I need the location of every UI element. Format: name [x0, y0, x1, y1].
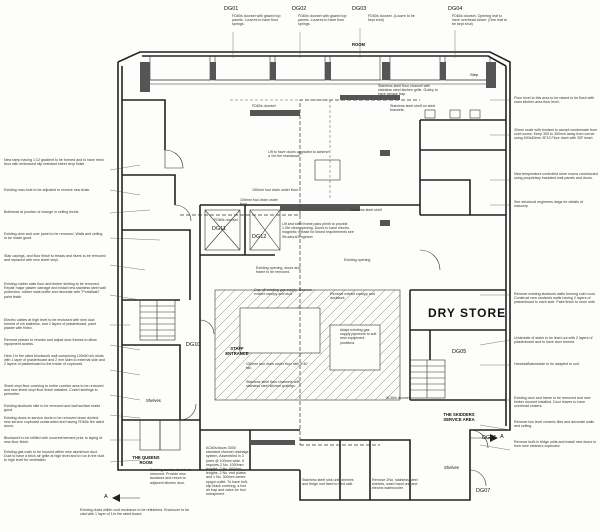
room-label-staff-entrance: STAFF ENTRANCE	[225, 346, 249, 356]
left-note-8: Remove plaster to reveals and adjust doo…	[4, 338, 97, 347]
floor-channel	[250, 95, 400, 445]
door-tag-dg06: DG06	[482, 435, 497, 441]
inner-note-sink: Stainless steel sink unit, shelves and f…	[302, 478, 354, 487]
inner-note-existing-opening: Existing opening	[344, 258, 371, 262]
stair-right	[409, 359, 446, 399]
inner-note-opening-doors: Existing opening, doors and frame to be …	[256, 266, 301, 275]
room-label-queens-room: THE QUEENS ROOM	[132, 455, 160, 465]
top-note-3: FD60s doorset. (Louvre to be kept shut)	[368, 14, 415, 23]
door-tag-dg10: DG10	[186, 342, 201, 348]
left-note-7: Electric cables at high level to be encl…	[4, 318, 97, 331]
right-note-4: See structural engineers dwgs for detail…	[514, 200, 583, 209]
room-label-top: ROOM	[352, 42, 366, 47]
inner-note-pass-plinth: Lift and steel frame pass plinth to prov…	[282, 222, 354, 239]
left-note-5: Stair casings, and floor finish to tread…	[4, 254, 106, 263]
door-tag-dg11: DG11	[212, 226, 226, 232]
inner-note-service-duct: Existing service duct to be removed. Pro…	[150, 468, 192, 485]
room-label-skidders-area: THE SKIDDERS SERVICE AREA	[443, 412, 475, 422]
left-note-15: Existing ducts within void enclosure to …	[80, 508, 190, 517]
step-label: Step	[470, 72, 479, 77]
door-tag-dg03: DG03	[352, 6, 367, 12]
left-note-14: Existing gas main to be housed within ne…	[4, 450, 105, 463]
stair-left	[139, 299, 176, 341]
inner-note-extract: Remove extract canopy and ductwork.	[330, 292, 375, 301]
inner-note-foul-drain: 150mm foul drain under floor.	[252, 188, 299, 192]
room-label-dry-store: DRY STORE	[428, 306, 507, 320]
inner-note-gas-cap: Cap off existing gas supply. Remove extr…	[254, 288, 312, 297]
equipment	[139, 109, 481, 451]
right-note-3: New temperature controlled store rooms c…	[514, 172, 598, 181]
door-tag-dg04: DG04	[448, 6, 463, 12]
top-window-bays	[149, 55, 491, 85]
door-tag-dg02: DG02	[292, 6, 307, 12]
right-note-2: 30mm scale with fondant to accept conden…	[514, 128, 598, 141]
inner-note-lift: Lift to have doors upgraded to achieve a…	[268, 150, 330, 159]
piers	[140, 62, 496, 92]
inner-note-channels: Stainless steel floor channels with stai…	[246, 380, 300, 389]
section-markers	[112, 434, 498, 502]
door-tag-dg05: DG05	[452, 349, 467, 355]
label-shelves-2: Shelves	[444, 465, 459, 470]
inner-note-ac60s: AC60s doorset	[386, 396, 410, 400]
left-note-12: Existing doors to service ducts to be re…	[4, 416, 104, 429]
door-tag-dg01: DG01	[224, 6, 239, 12]
kitchen-hatch-area	[214, 289, 401, 401]
inner-note-drain-fall: 150mm foul drain under floor with 1:40 f…	[246, 362, 308, 371]
left-note-1: New ramp having 1:12 gradient to be form…	[4, 158, 104, 167]
inner-note-fd60s-b: FD60s doorset	[214, 218, 238, 222]
left-note-3: Bulkhead at junction of change in ceilin…	[4, 210, 80, 214]
inner-note-shelf: Stainless steel shelf on steel brackets.	[390, 104, 436, 113]
top-note-2: FD60s doorset with glazed top panels. Lo…	[298, 14, 347, 27]
left-note-2: Existing man-hole to be adjusted to rece…	[4, 188, 91, 192]
section-mark-a-left: A	[104, 494, 108, 500]
inner-note-shelf-2: Stainless steel shelf	[350, 208, 382, 212]
right-note-9: Remove low level ceramic tiles and decor…	[514, 420, 595, 429]
top-note-1: FD60s doorset with glazed top panels. Lo…	[232, 14, 281, 27]
right-note-8: Existing door and frame to be removed an…	[514, 396, 591, 409]
section-mark-a-right: A	[500, 434, 504, 440]
inner-note-gas-adapt: Adapt existing gas supply pipework to su…	[340, 328, 377, 345]
door-tag-dg12: DG12	[252, 234, 267, 240]
inner-note-drainage-system: AC60s/doors 3000 standard channel draina…	[206, 446, 249, 497]
left-note-13: Blockwork to be infilled with concrete/c…	[4, 436, 103, 445]
left-note-4: Existing door and over panel to be remov…	[4, 232, 103, 241]
left-note-6: Existing rubber slats floor and timber s…	[4, 282, 106, 299]
inner-note-floor-channel: Stainless steel floor channel with stain…	[378, 84, 438, 97]
left-note-9: Hear 1hr fire rated blockwork wall compr…	[4, 354, 105, 367]
door-swings	[164, 149, 489, 487]
inner-note-foul-drain-2: 100mm foul drain under floor.	[240, 198, 278, 207]
right-note-6: Underside of stairs to be lined out with…	[514, 336, 593, 345]
lift-shafts	[204, 209, 281, 251]
right-note-1: Floor level to this area to be raised to…	[514, 96, 595, 105]
top-note-4: FD60s doorset. Opening leaf to have over…	[452, 14, 507, 27]
label-shelves: Shelves	[146, 398, 161, 403]
inner-note-fd60s-a: FD60s doorset	[252, 104, 276, 108]
interior-walls	[122, 99, 506, 500]
leader-lines	[109, 28, 511, 463]
left-note-10: Sheet vinyl floor covering to entire cor…	[4, 384, 104, 397]
right-note-7: Handrail/balustrade to be adapted to sui…	[514, 362, 580, 366]
left-note-11: Existing studwork stile to be removed an…	[4, 404, 101, 413]
inner-note-remove-shelves: Remove 2No. stainless steel shelves, was…	[372, 478, 418, 491]
right-note-10: Remove built-in fridge units and install…	[514, 440, 597, 449]
door-tag-dg07: DG07	[476, 488, 491, 494]
right-note-5: Remove existing studwork walls forming c…	[514, 292, 596, 305]
